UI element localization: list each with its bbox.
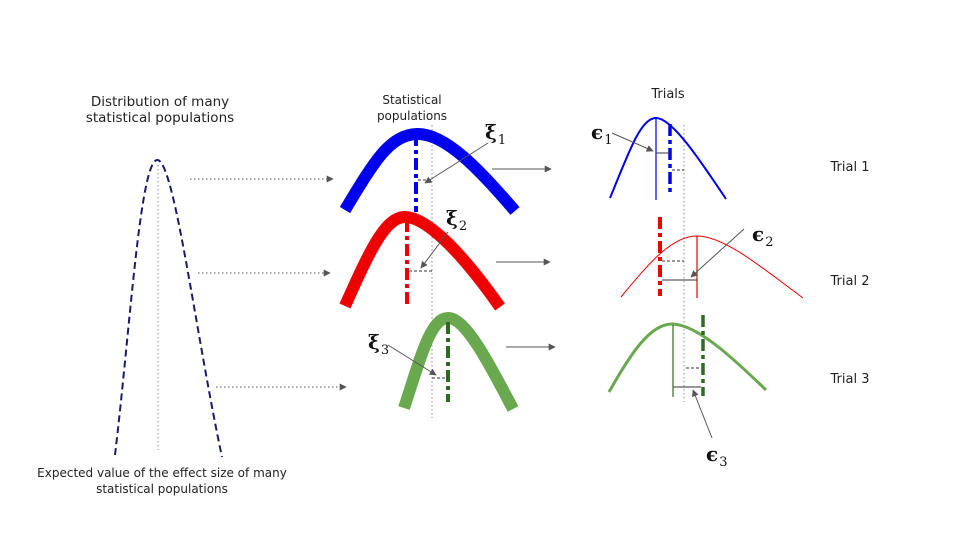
epsilon-2-pointer xyxy=(690,228,745,278)
trial-1-label: Trial 1 xyxy=(830,160,870,175)
xi-2-symbol: ξ2 xyxy=(446,206,468,234)
trial-3-curve xyxy=(607,322,768,393)
expected-value-label: Expected value of the effect size of man… xyxy=(37,466,287,496)
distribution-title: Distribution of many statistical populat… xyxy=(85,94,235,126)
trial-3-label: Trial 3 xyxy=(830,372,870,387)
xi-2-pointer xyxy=(420,231,449,269)
xi-1-pointer xyxy=(424,142,489,184)
xi-1-symbol: ξ1 xyxy=(485,120,507,148)
trial-2-curve xyxy=(620,235,804,299)
epsilon-1-symbol: ϵ1 xyxy=(591,120,613,148)
epsilon-3-pointer xyxy=(692,389,713,439)
epsilon-3-symbol: ϵ3 xyxy=(706,442,728,470)
population-1-curve xyxy=(339,128,520,215)
epsilon-2-symbol: ϵ2 xyxy=(752,222,774,250)
epsilon-1-pointer xyxy=(611,132,654,152)
populations-title: Statistical populations xyxy=(376,93,448,123)
trials-title: Trials xyxy=(651,87,685,102)
trial-2-label: Trial 2 xyxy=(830,274,870,289)
population-2-curve xyxy=(339,211,505,311)
xi-3-symbol: ξ3 xyxy=(368,330,390,358)
distribution-curve xyxy=(114,159,223,458)
trial-1-curve xyxy=(609,116,727,200)
xi-3-pointer xyxy=(387,344,437,376)
population-3-curve xyxy=(398,311,519,412)
